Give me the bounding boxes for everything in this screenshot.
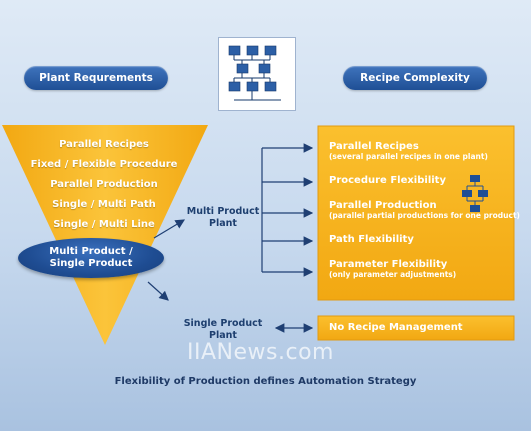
flowchart-icon (462, 175, 488, 212)
recipe-item-parameter-flexibility: Parameter Flexibility (only parameter ad… (329, 259, 456, 279)
recipe-item-sub: (several parallel recipes in one plant) (329, 152, 488, 161)
ellipse-line1: Multi Product / (49, 246, 133, 257)
funnel-item-procedure: Fixed / Flexible Procedure (30, 159, 178, 170)
recipe-item-title: Path Flexibility (329, 234, 414, 245)
product-type-ellipse: Multi Product / Single Product (18, 238, 164, 278)
recipe-item-title: Parameter Flexibility (329, 259, 448, 270)
recipe-item-title: Parallel Recipes (329, 141, 419, 152)
plant-requirements-header: Plant Requrements (24, 66, 168, 90)
recipe-complexity-label: Recipe Complexity (360, 72, 470, 84)
ellipse-line2: Single Product (49, 258, 133, 269)
no-recipe-management: No Recipe Management (329, 322, 463, 333)
recipe-item-path-flexibility: Path Flexibility (329, 234, 414, 245)
watermark: IIANews.com (187, 340, 334, 365)
funnel-item-path: Single / Multi Path (52, 199, 156, 210)
recipe-item-sub: (only parameter adjustments) (329, 270, 457, 279)
hierarchy-icon-frame (218, 37, 296, 111)
recipe-box-bg (317, 125, 515, 301)
funnel-item-line: Single / Multi Line (53, 219, 155, 230)
recipe-item-procedure-flexibility: Procedure Flexibility (329, 175, 446, 186)
plant-requirements-label: Plant Requrements (39, 72, 153, 84)
hierarchy-icon (228, 45, 281, 101)
recipe-item-title: Parallel Production (329, 200, 437, 211)
no-recipe-box-bg (317, 315, 515, 341)
recipe-item-parallel-production: Parallel Production (parallel partial pr… (329, 200, 520, 220)
multi-product-plant-label: Multi Product Plant (180, 206, 266, 230)
no-recipe-label: No Recipe Management (329, 322, 463, 333)
recipe-complexity-header: Recipe Complexity (343, 66, 487, 90)
recipe-item-parallel-recipes: Parallel Recipes (several parallel recip… (329, 141, 488, 161)
single-label-line2: Plant (209, 330, 237, 341)
funnel-item-parallel-production: Parallel Production (50, 179, 158, 190)
multi-label-line1: Multi Product (186, 206, 260, 217)
single-label-line1: Single Product (183, 318, 263, 329)
recipe-item-sub: (parallel partial productions for one pr… (329, 211, 520, 220)
recipe-item-title: Procedure Flexibility (329, 175, 446, 186)
single-product-plant-label: Single Product Plant (180, 318, 266, 342)
funnel-item-parallel-recipes: Parallel Recipes (59, 139, 149, 150)
footer-caption: Flexibility of Production defines Automa… (114, 376, 417, 387)
funnel-triangle (2, 125, 208, 345)
multi-label-line2: Plant (209, 218, 237, 229)
